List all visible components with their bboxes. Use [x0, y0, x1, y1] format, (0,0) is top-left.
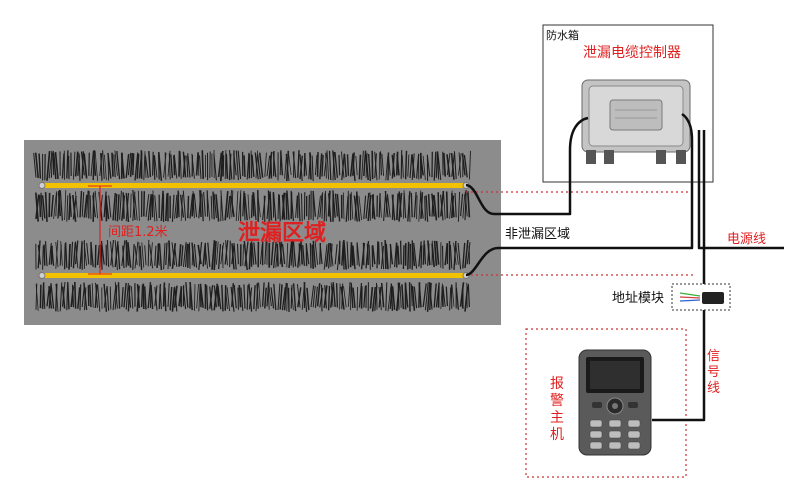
- alarm-host-label: 报 警 主 机: [550, 376, 568, 443]
- alarm-keypad-icon: [578, 349, 652, 456]
- address-module-icon: [679, 292, 724, 304]
- cable-wires: [465, 112, 784, 422]
- power-line-label: 电源线: [727, 232, 766, 247]
- spacing-label: 间距1.2米: [108, 225, 168, 240]
- controller-label: 泄漏电缆控制器: [583, 45, 681, 61]
- spacing-marker: [88, 185, 112, 275]
- waterproof-box-label: 防水箱: [546, 28, 579, 42]
- zone-boundaries: [466, 191, 696, 478]
- leaky-cable-bottom: [38, 272, 470, 279]
- leak-zone-label: 泄漏区域: [238, 220, 326, 246]
- address-module-label: 地址模块: [612, 291, 664, 306]
- signal-line-label: 信 号 线: [707, 349, 724, 396]
- controller-box-icon: [581, 79, 691, 164]
- non-leak-zone-label: 非泄漏区域: [505, 226, 570, 242]
- grass-texture: [33, 149, 471, 312]
